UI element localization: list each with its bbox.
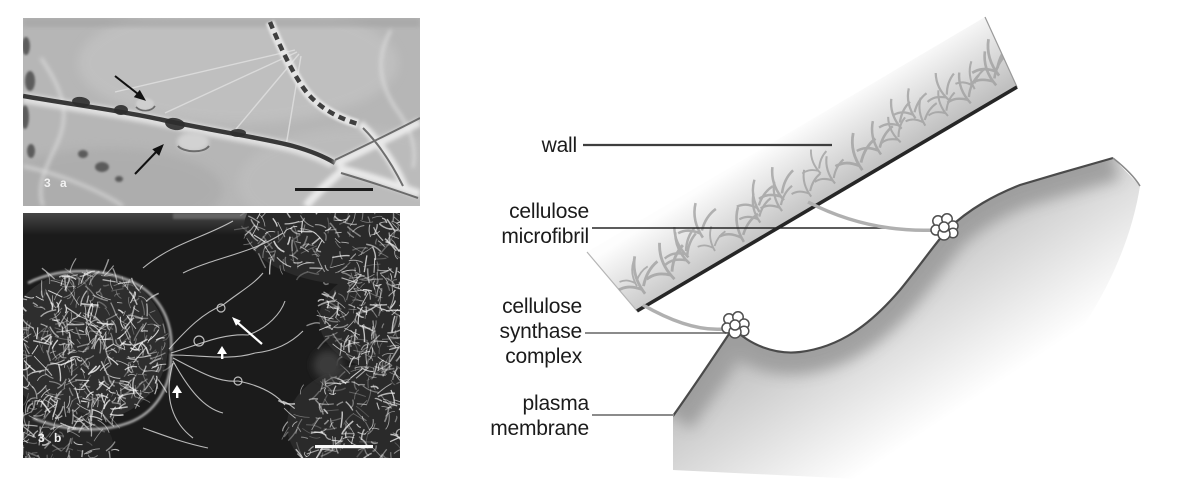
beaded-cell-chain	[267, 21, 359, 127]
white-small-arrowhead-icons	[172, 346, 227, 398]
micrograph-panel-a	[23, 18, 420, 206]
panel-a-label: 3 a	[44, 176, 70, 190]
black-arrow-pointer-icon	[114, 75, 164, 175]
plasma-membrane-surface	[673, 158, 1140, 480]
label-cellulose-synthase-complex: cellulose synthase complex	[499, 295, 583, 368]
fibril-rings	[193, 303, 243, 386]
scale-bar	[295, 188, 373, 191]
scale-bar	[315, 445, 373, 449]
strand-nodules	[72, 96, 246, 137]
micrograph-panel-b	[23, 213, 400, 458]
label-cellulose-microfibril: cellulose microfibril	[501, 200, 589, 248]
cell-boundary-ridges	[23, 29, 416, 206]
label-wall: wall	[541, 134, 578, 157]
cell-rim-highlight	[27, 270, 173, 431]
rosette-complex-lower	[721, 311, 750, 339]
fibril-mesh-top-right	[233, 213, 400, 299]
cell-debris	[23, 37, 123, 182]
fibril-mesh-bottom-right	[277, 349, 400, 458]
fibril-mesh-bottom-left	[23, 401, 120, 458]
radiating-fibrils	[142, 220, 304, 449]
fibril-mesh-cell-left	[23, 257, 175, 437]
label-plasma-membrane: plasma membrane	[490, 392, 589, 440]
cell-wall-schematic	[583, 16, 1141, 480]
panel-b-label: 3 b	[38, 431, 65, 445]
rosette-complex-upper	[930, 213, 959, 241]
white-arrow-pointer-icon	[232, 317, 263, 345]
wall-inner-edge	[636, 85, 1018, 313]
cellulose-microfibril-curves	[642, 200, 937, 332]
fibril-mesh-mid-right	[306, 258, 400, 377]
